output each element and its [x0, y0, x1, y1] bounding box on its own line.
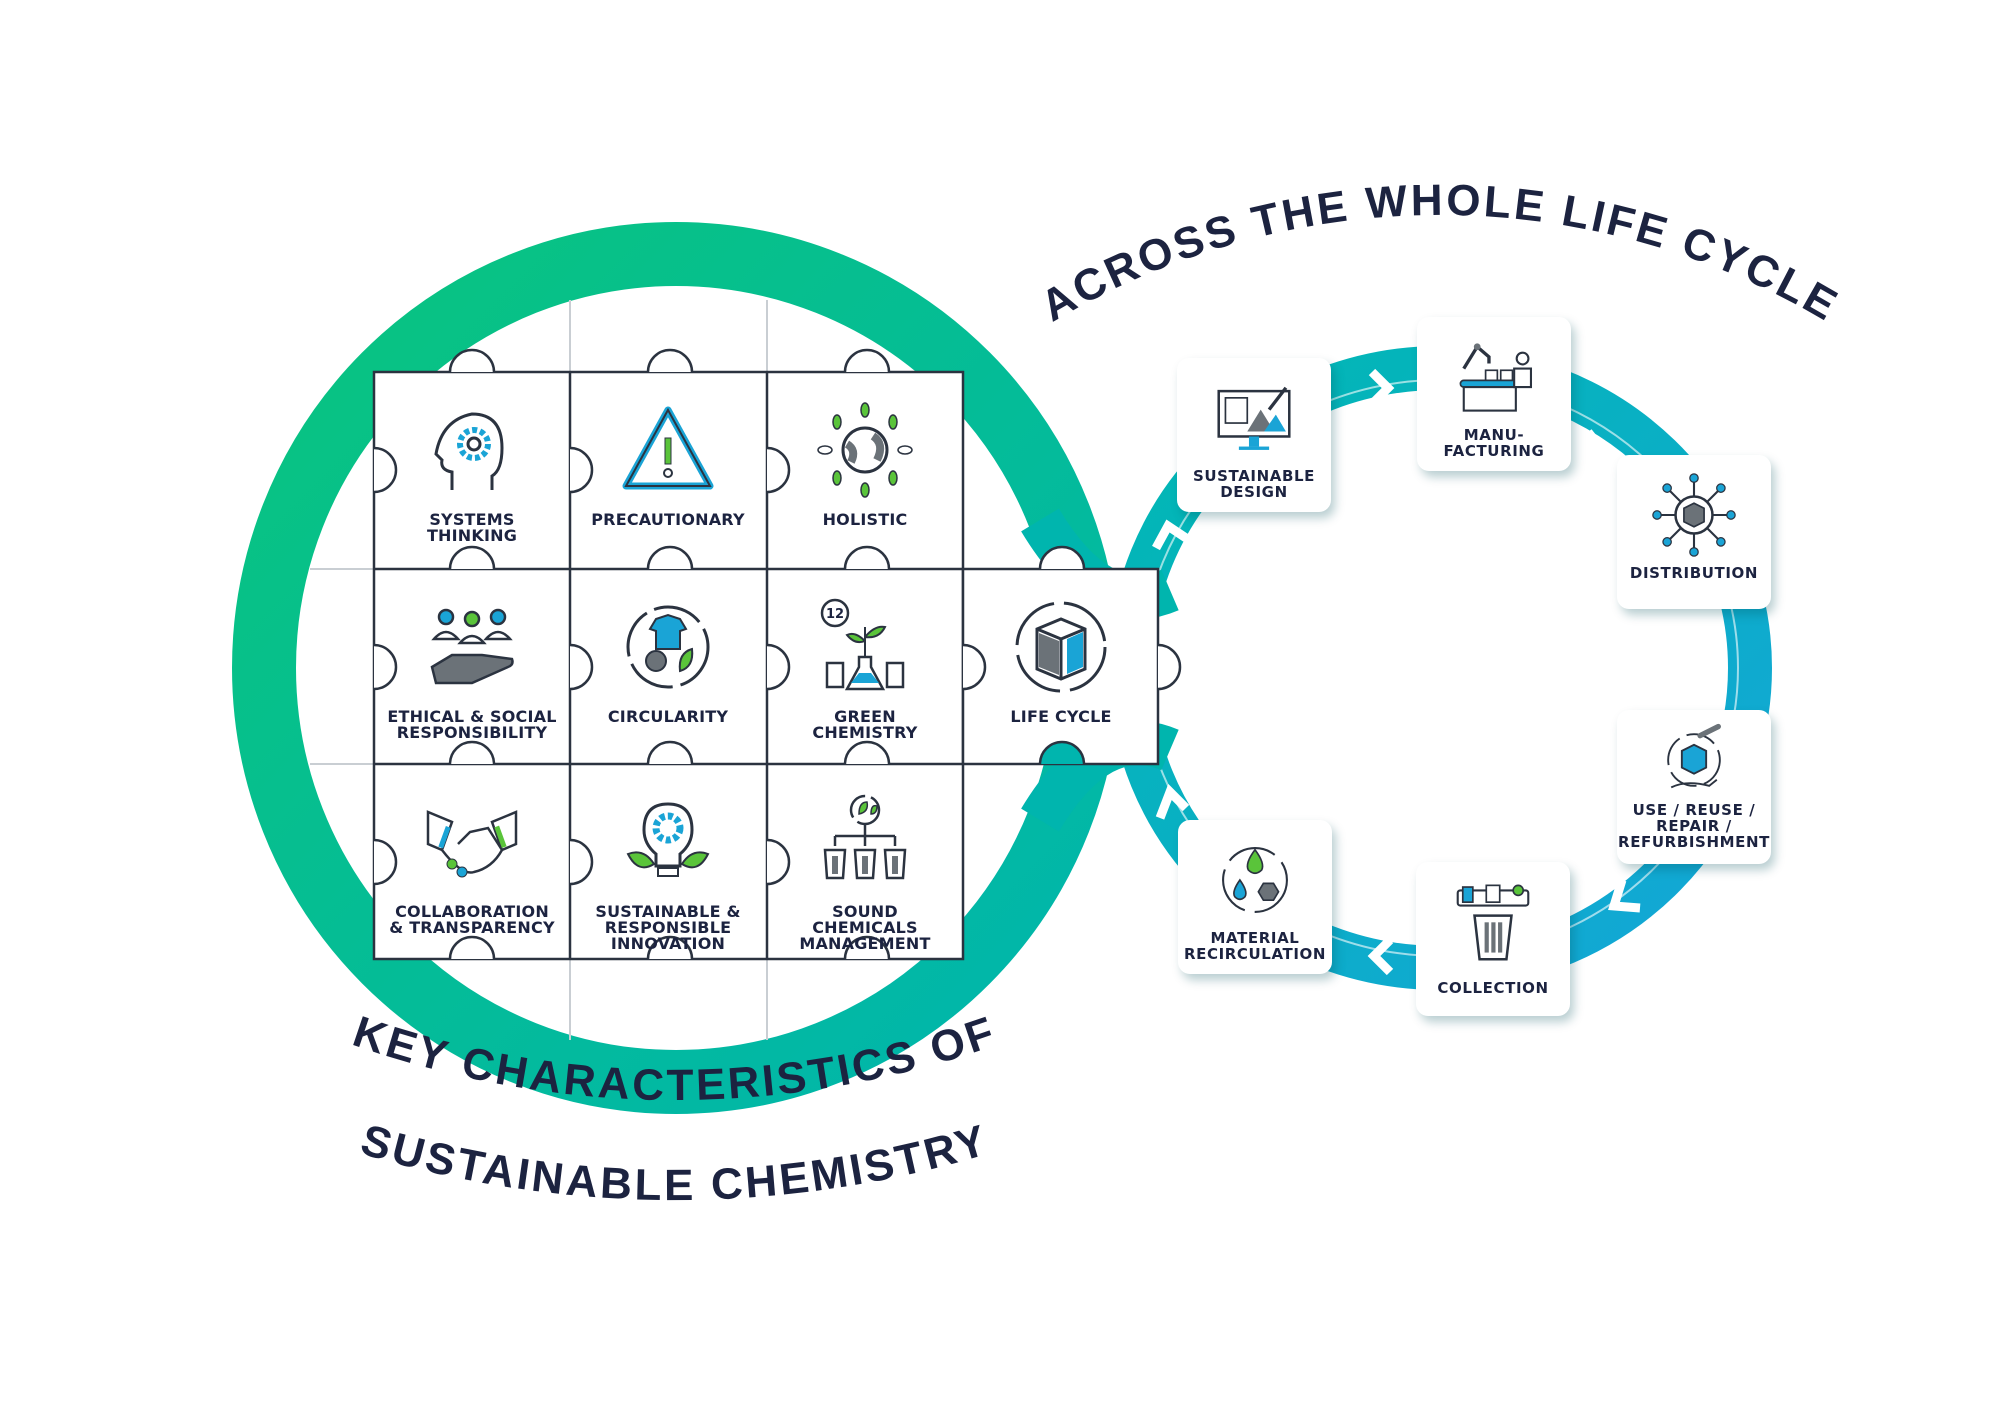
bin-collection-icon	[1456, 884, 1530, 961]
box-wrench-icon	[1667, 723, 1721, 789]
stage-use-reuse-repair-refurbishment: USE / REUSE / REPAIR / REFURBISHMENT	[1617, 710, 1771, 864]
circular-shirt-icon	[626, 605, 710, 689]
tile-label: CIRCULARITY	[607, 707, 729, 726]
stage-material-recirculation: MATERIAL RECIRCULATION	[1178, 820, 1332, 974]
tile-label: SUSTAINABLE & RESPONSIBLE INNOVATION	[595, 902, 741, 953]
tile-sound-chemicals-management: SOUND CHEMICALS MANAGEMENT	[767, 764, 963, 960]
chevron-up-icon	[1155, 783, 1190, 820]
stage-manufacturing: MANU- FACTURING	[1417, 317, 1571, 471]
tile-label: PRECAUTIONARY	[591, 510, 745, 529]
tile-circularity: CIRCULARITY	[570, 569, 766, 765]
lightbulb-gear-icon	[626, 802, 710, 877]
chevron-right-icon	[1368, 368, 1395, 408]
chevron-down-icon	[1682, 646, 1722, 673]
stage-label: SUSTAINABLE DESIGN	[1192, 467, 1316, 501]
tile-life-cycle: LIFE CYCLE	[963, 569, 1159, 765]
tile-label: SOUND CHEMICALS MANAGEMENT	[799, 902, 931, 953]
handshake-icon	[426, 810, 518, 878]
head-gear-icon	[434, 412, 504, 490]
stage-distribution: DISTRIBUTION	[1617, 455, 1771, 609]
principles-count-badge: 12	[826, 607, 844, 622]
flow-chevrons	[1152, 368, 1722, 976]
stage-label: DISTRIBUTION	[1629, 564, 1759, 582]
tile-label: COLLABORATION & TRANSPARENCY	[389, 902, 555, 937]
tile-holistic: HOLISTIC	[767, 372, 963, 568]
chevron-down-left-icon	[1608, 878, 1641, 913]
stage-label: COLLECTION	[1437, 979, 1549, 997]
box-cycle-icon	[1015, 601, 1107, 693]
network-box-icon	[1652, 473, 1736, 557]
drops-recycle-icon	[1222, 847, 1288, 913]
stage-collection: COLLECTION	[1416, 862, 1570, 1016]
factory-robot-icon	[1459, 343, 1533, 412]
people-hand-icon	[430, 608, 514, 685]
tile-precautionary: PRECAUTIONARY	[570, 372, 766, 568]
characteristics-heading-line2: SUSTAINABLE CHEMISTRY	[356, 1115, 995, 1210]
tile-sustainable-responsible-innovation: SUSTAINABLE & RESPONSIBLE INNOVATION	[570, 764, 766, 960]
tile-label: GREEN CHEMISTRY	[812, 707, 918, 742]
warning-triangle-icon	[622, 406, 714, 490]
tile-label: ETHICAL & SOCIAL RESPONSIBILITY	[387, 707, 557, 742]
globe-leaves-icon	[817, 402, 913, 498]
bins-hierarchy-icon	[823, 794, 907, 880]
tile-label: LIFE CYCLE	[1010, 707, 1112, 726]
flask-plant-icon: 12	[820, 598, 905, 691]
stage-label: MANU- FACTURING	[1443, 426, 1545, 460]
tile-label: HOLISTIC	[822, 510, 908, 529]
chevron-up-icon	[1152, 519, 1189, 551]
monitor-design-icon	[1217, 386, 1291, 450]
stage-label: MATERIAL RECIRCULATION	[1183, 929, 1327, 963]
tile-collaboration-transparency: COLLABORATION & TRANSPARENCY	[374, 764, 570, 960]
stage-label: USE / REUSE / REPAIR / REFURBISHMENT	[1618, 801, 1770, 851]
chevron-right-icon	[1580, 429, 1612, 463]
stage-sustainable-design: SUSTAINABLE DESIGN	[1177, 358, 1331, 512]
tile-systems-thinking: SYSTEMS THINKING	[374, 372, 570, 568]
chevron-left-icon	[1367, 936, 1394, 976]
tile-label: SYSTEMS THINKING	[426, 510, 518, 545]
tile-green-chemistry: 12 GREEN CHEMISTRY	[767, 569, 963, 765]
lifecycle-heading: ACROSS THE WHOLE LIFE CYCLE	[1033, 176, 1848, 331]
tile-ethical-social-responsibility: ETHICAL & SOCIAL RESPONSIBILITY	[374, 569, 570, 765]
